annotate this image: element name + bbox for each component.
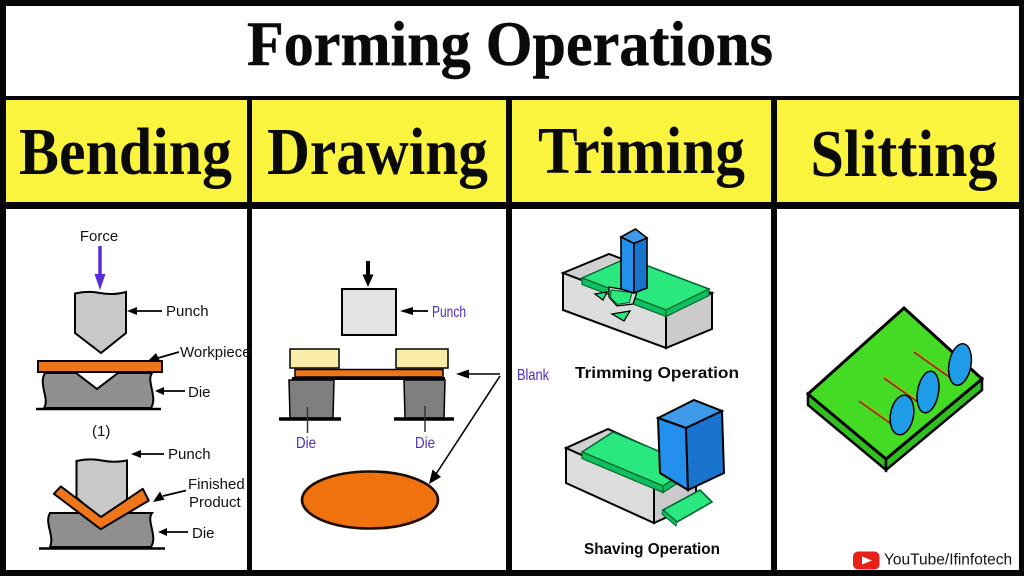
svg-text:Punch: Punch	[168, 446, 211, 463]
svg-text:Punch: Punch	[432, 304, 466, 321]
svg-text:YouTube/Ifinfotech: YouTube/Ifinfotech	[884, 552, 1012, 569]
svg-text:Slitting: Slitting	[811, 117, 998, 191]
svg-text:Trimming Operation: Trimming Operation	[575, 365, 739, 382]
svg-text:Die: Die	[296, 435, 316, 452]
svg-text:Product: Product	[189, 494, 242, 511]
svg-text:Punch: Punch	[166, 303, 209, 320]
svg-text:Forming Operations: Forming Operations	[247, 8, 773, 79]
svg-text:Shaving Operation: Shaving Operation	[584, 541, 720, 558]
svg-text:Workpiece: Workpiece	[180, 344, 251, 361]
svg-text:Die: Die	[415, 435, 435, 452]
svg-text:Bending: Bending	[19, 115, 232, 189]
svg-text:Drawing: Drawing	[267, 115, 488, 189]
svg-text:Finished: Finished	[188, 476, 245, 493]
svg-text:Die: Die	[192, 525, 215, 542]
svg-text:Force: Force	[80, 228, 118, 245]
svg-text:Triming: Triming	[538, 114, 745, 188]
svg-text:Blank: Blank	[517, 367, 550, 384]
svg-text:Die: Die	[188, 384, 211, 401]
svg-text:(1): (1)	[92, 423, 110, 440]
